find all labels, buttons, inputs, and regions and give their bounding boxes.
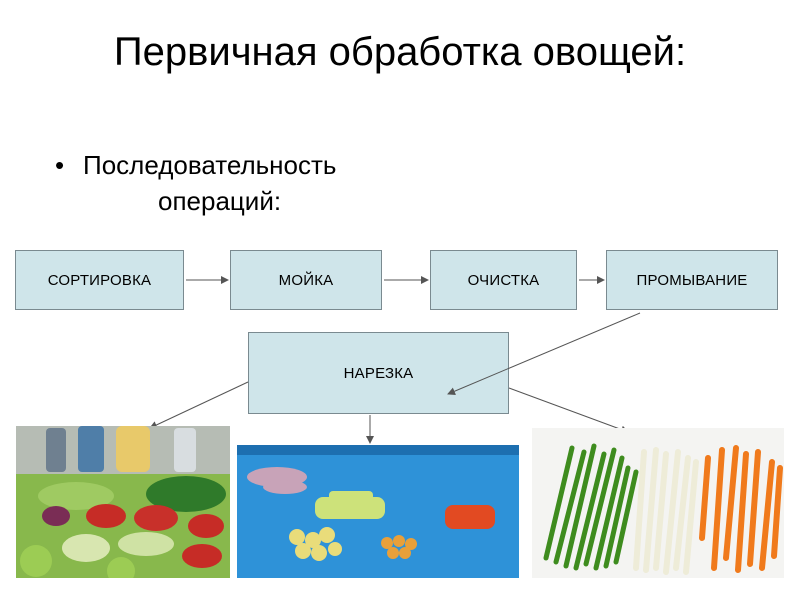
cut-vegetables-on-tray-photo — [16, 426, 230, 578]
step-sorting-label: СОРТИРОВКА — [47, 271, 152, 289]
step-peeling-box: ОЧИСТКА — [430, 250, 577, 310]
step-cutting-label: НАРЕЗКА — [343, 364, 414, 382]
strips-image — [532, 428, 784, 578]
arrow-cutting-to-photo-3 — [508, 387, 629, 434]
bullet-line-2: операций: — [158, 186, 282, 216]
sliced-vegetables-on-blue-board-photo — [237, 445, 519, 578]
tray-image — [16, 426, 230, 578]
step-washing-box: МОЙКА — [230, 250, 382, 310]
step-washing-label: МОЙКА — [278, 271, 334, 289]
julienne-vegetable-strips-photo — [532, 428, 784, 578]
step-rinsing-box: ПРОМЫВАНИЕ — [606, 250, 778, 310]
arrow-rinsing-to-cutting — [447, 312, 641, 395]
step-sorting-box: СОРТИРОВКА — [15, 250, 184, 310]
step-cutting-box: НАРЕЗКА — [248, 332, 509, 414]
bullet-icon: • — [55, 150, 65, 180]
bullet-line-1: Последовательность — [83, 150, 337, 180]
slide-title: Первичная обработка овощей: — [113, 30, 687, 74]
board-image — [237, 445, 519, 578]
step-rinsing-label: ПРОМЫВАНИЕ — [636, 271, 748, 289]
step-peeling-label: ОЧИСТКА — [467, 271, 540, 289]
arrow-cutting-to-photo-1 — [149, 381, 249, 429]
